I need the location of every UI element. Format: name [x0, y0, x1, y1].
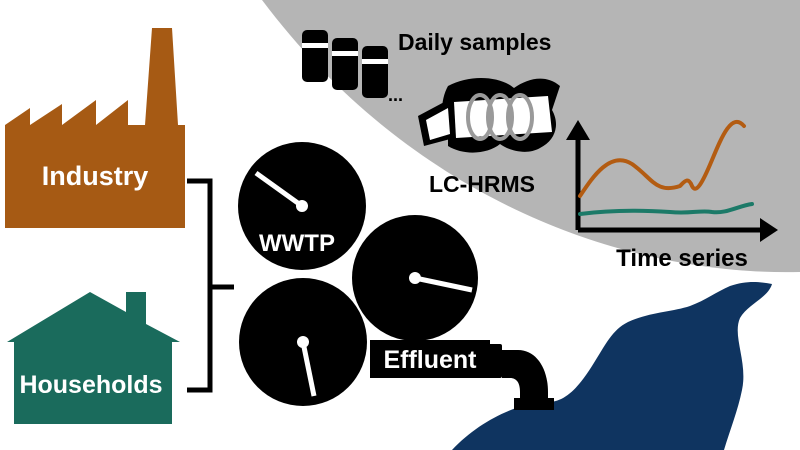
sample-bottle-icon	[332, 38, 358, 90]
clarifier-tank-icon	[238, 142, 366, 270]
effluent-label-box	[370, 340, 490, 378]
series-line-orange	[578, 119, 746, 198]
daily-samples-label: Daily samples	[398, 29, 551, 55]
factory-icon	[5, 28, 185, 228]
more-samples-ellipsis: ...	[388, 85, 403, 105]
time-series-axes	[575, 136, 762, 233]
industry-label: Industry	[42, 161, 149, 191]
y-axis-arrowhead	[566, 120, 590, 140]
x-axis-arrowhead	[760, 218, 778, 242]
house-icon	[7, 292, 180, 424]
lc-hrms-label: LC-HRMS	[429, 171, 535, 197]
clarifier-tank-icon	[352, 215, 478, 341]
inflow-connector	[187, 178, 234, 393]
sample-bottle-icon	[302, 30, 328, 82]
series-line-teal	[578, 202, 754, 216]
mass-spectrometer-icon	[418, 77, 560, 153]
outfall-pipe-icon	[488, 344, 554, 410]
effluent-label: Effluent	[383, 346, 477, 374]
time-series-label: Time series	[616, 245, 748, 272]
wwtp-label: WWTP	[259, 230, 335, 257]
clarifier-tank-icon	[239, 278, 367, 406]
households-label: Households	[19, 371, 162, 399]
sample-bottle-icon	[362, 46, 388, 98]
